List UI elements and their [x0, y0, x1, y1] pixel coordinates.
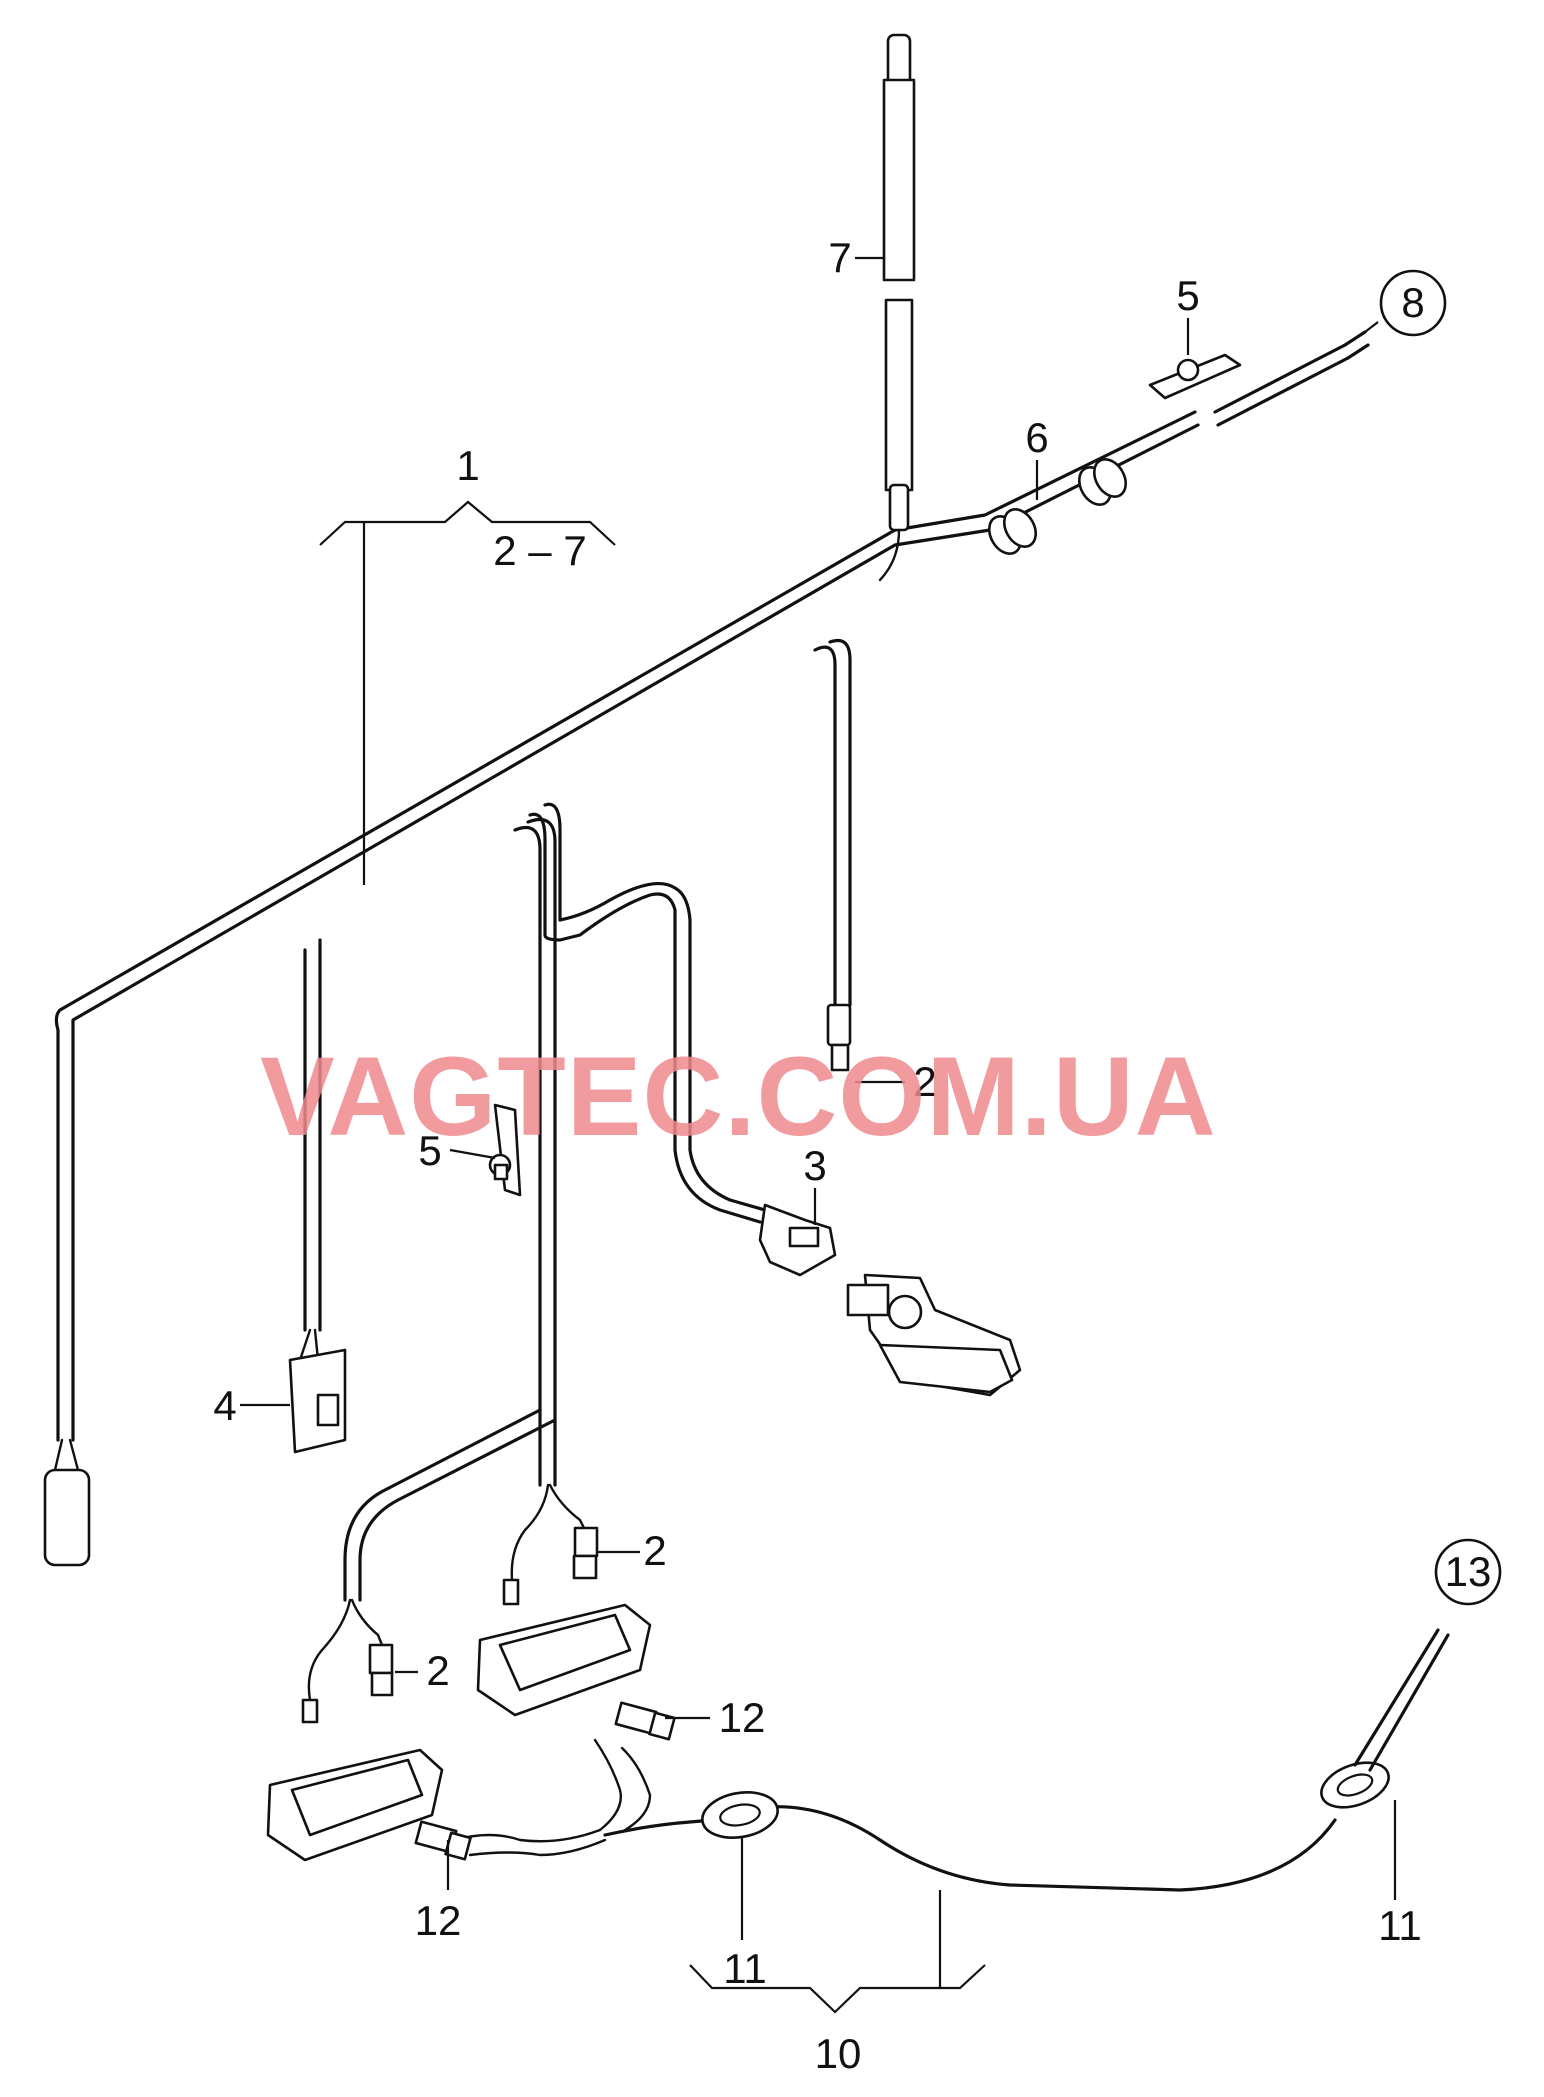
callout-13: 13: [1445, 1548, 1492, 1595]
callout-5-top: 5: [1176, 272, 1199, 319]
callout-12-lower: 12: [415, 1897, 462, 1944]
branch-connector-3: [528, 802, 1022, 1397]
end-connector-left: [43, 1438, 91, 1567]
callout-8-circle: [1379, 269, 1447, 337]
callout-2-lower: 2: [426, 1647, 449, 1694]
harness-10: [414, 1628, 1450, 1892]
clip-5-top: [1148, 353, 1242, 400]
callout-2-middle: 2: [643, 1527, 666, 1574]
branch-module-4: [288, 938, 347, 1454]
callout-4: 4: [213, 1382, 236, 1429]
callout-7: 7: [828, 234, 851, 281]
callout-11-right: 11: [1378, 1902, 1422, 1949]
leader-lines: [240, 256, 1397, 2014]
clip-5-middle: [488, 1103, 522, 1197]
harness-section-6: [893, 330, 1370, 555]
callout-10: 10: [815, 2030, 862, 2077]
callout-8: 8: [1401, 279, 1424, 326]
callout-3: 3: [803, 1142, 826, 1189]
license-lamps: [266, 1603, 652, 1862]
antenna-cable-7: [878, 33, 916, 582]
callout-12-upper: 12: [719, 1694, 766, 1741]
callout-1-range: 2 – 7: [493, 527, 586, 574]
watermark-text: VAGTEC.COM.UA: [260, 1034, 1217, 1159]
callout-1: 1: [456, 442, 479, 489]
callout-6: 6: [1025, 414, 1048, 461]
callout-5-middle: 5: [418, 1127, 441, 1174]
branch-lamps: [301, 817, 599, 1724]
main-harness-trunk: [54, 528, 897, 1442]
callout-2-upper: 2: [913, 1058, 936, 1105]
callout-13-circle: [1434, 1538, 1502, 1606]
callout-11-left: 11: [723, 1945, 767, 1992]
branch-upper-connector: [813, 638, 852, 1072]
